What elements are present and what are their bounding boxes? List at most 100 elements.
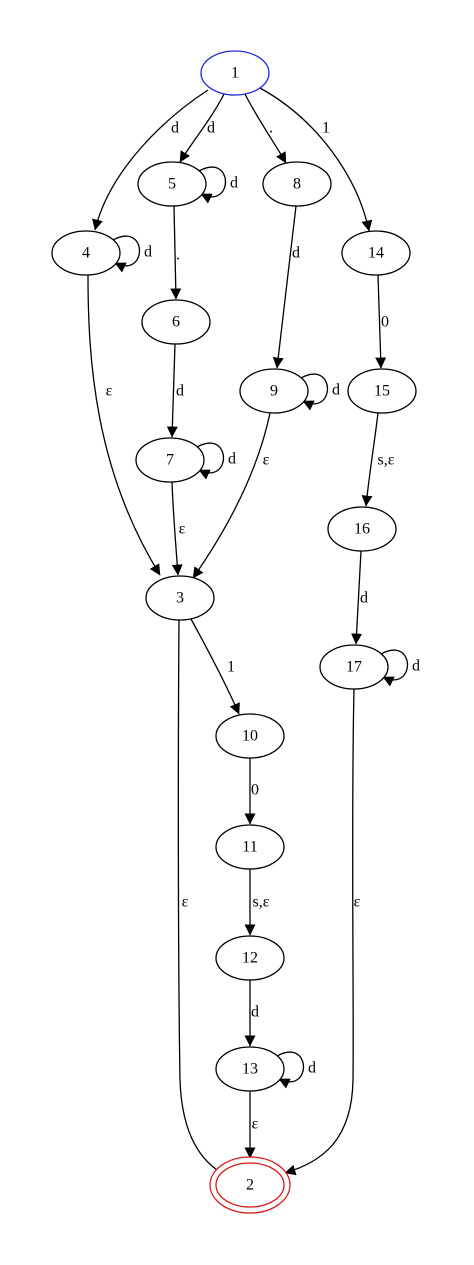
transition-label: d — [171, 120, 179, 137]
transition-17-to-17: d — [380, 649, 420, 687]
transition-13-to-2: ε — [244, 1091, 259, 1159]
transition-label: ε — [263, 452, 270, 469]
transition-arrow — [272, 205, 297, 369]
state-ellipse — [215, 713, 285, 759]
transition-label: ε — [179, 521, 186, 538]
state-ellipse — [215, 824, 285, 870]
state-12: 12 — [215, 935, 285, 981]
transition-6-to-7: d — [166, 343, 184, 438]
transition-17-to-2: ε — [284, 688, 361, 1176]
transition-11-to-12: s,ε — [244, 869, 270, 936]
transition-arrow — [87, 274, 161, 576]
transition-label: . — [269, 120, 273, 137]
state-10: 10 — [215, 713, 285, 759]
transition-label: d — [332, 382, 340, 399]
transition-label: d — [144, 244, 152, 261]
transition-label: s,ε — [253, 894, 270, 911]
transition-arrow — [351, 550, 363, 645]
transition-7-to-3: ε — [171, 481, 186, 576]
state-4: 4 — [51, 230, 121, 276]
transition-label: 1 — [227, 659, 235, 676]
state-15: 15 — [347, 368, 417, 414]
transition-label: d — [308, 1060, 316, 1077]
transition-12-to-13: d — [244, 980, 259, 1047]
transition-1-to-4: d — [92, 89, 209, 231]
transition-5-to-6: . — [170, 205, 182, 300]
state-label: 5 — [168, 176, 176, 193]
transition-9-to-9: d — [300, 373, 340, 411]
transition-3-to-10: 1 — [190, 618, 240, 715]
state-7: 7 — [135, 437, 205, 483]
transition-1-to-5: d — [179, 93, 225, 163]
transition-label: d — [228, 451, 236, 468]
state-ellipse — [51, 230, 121, 276]
state-ellipse — [215, 935, 285, 981]
transition-1-to-8: . — [244, 93, 287, 164]
state-ellipse — [341, 230, 411, 276]
state-label: 13 — [242, 1061, 258, 1078]
state-ellipse — [135, 437, 205, 483]
state-14: 14 — [341, 230, 411, 276]
transition-arrow — [198, 166, 227, 204]
transition-arrow — [259, 87, 373, 232]
transition-arrow — [177, 619, 228, 1177]
transition-arrow — [375, 274, 387, 369]
transition-4-to-3: ε — [87, 274, 161, 576]
transition-arrow — [166, 343, 178, 438]
state-8: 8 — [262, 161, 332, 207]
transition-10-to-11: 0 — [244, 758, 259, 825]
state-11: 11 — [215, 824, 285, 870]
transition-arrow — [179, 93, 225, 163]
state-ellipse — [215, 1046, 285, 1092]
state-6: 6 — [141, 299, 211, 345]
transition-arrow — [92, 89, 209, 231]
state-13: 13 — [215, 1046, 285, 1092]
state-label: 9 — [270, 383, 278, 400]
transition-label: d — [230, 175, 238, 192]
transition-7-to-7: d — [196, 442, 236, 480]
state-label: 7 — [166, 452, 174, 469]
transition-arrow — [190, 618, 240, 715]
state-ellipse — [262, 161, 332, 207]
state-9: 9 — [239, 368, 309, 414]
transition-15-to-16: s,ε — [361, 412, 395, 507]
state-label: 8 — [293, 176, 301, 193]
transition-label: ε — [354, 894, 361, 911]
transition-9-to-3: ε — [192, 412, 271, 579]
transition-label: ε — [106, 383, 113, 400]
transition-16-to-17: d — [351, 550, 368, 645]
state-label: 11 — [242, 839, 257, 856]
transition-label: d — [251, 1004, 259, 1021]
state-label: 12 — [242, 950, 258, 967]
state-label: 6 — [172, 314, 180, 331]
state-label: 14 — [368, 245, 384, 262]
transition-arrow — [300, 373, 329, 411]
transition-label: ε — [252, 1116, 259, 1133]
transition-5-to-5: d — [198, 166, 238, 204]
state-label: 17 — [346, 659, 362, 676]
transition-arrow — [171, 481, 183, 576]
transition-label: 0 — [251, 782, 259, 799]
state-label: 1 — [231, 65, 239, 82]
transition-arrow — [244, 93, 287, 164]
transition-label: d — [292, 245, 300, 262]
transition-arrow — [196, 442, 225, 480]
state-label: 15 — [374, 383, 390, 400]
transition-arrow — [170, 205, 182, 300]
transition-8-to-9: d — [272, 205, 300, 369]
state-ellipse — [145, 575, 215, 621]
state-ellipse — [327, 506, 397, 552]
state-label: 4 — [82, 245, 90, 262]
transition-13-to-13: d — [276, 1051, 316, 1089]
state-ellipse — [319, 644, 389, 690]
state-3: 3 — [145, 575, 215, 621]
state-5: 5 — [137, 161, 207, 207]
state-ellipse — [347, 368, 417, 414]
transition-arrow — [192, 412, 271, 579]
transition-label: d — [176, 383, 184, 400]
transition-label: 0 — [381, 314, 389, 331]
transition-arrow — [276, 1051, 305, 1089]
